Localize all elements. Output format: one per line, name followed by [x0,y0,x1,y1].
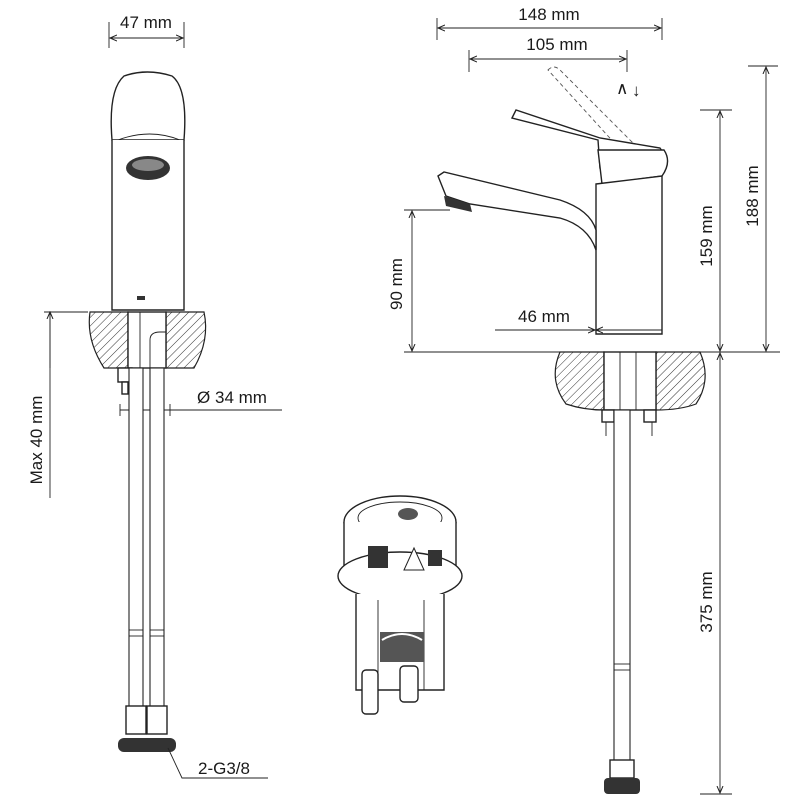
thread-leader [167,747,268,779]
fitting-left [125,705,147,735]
logo-mark [137,296,145,300]
hose-left [128,367,144,709]
hose-right [149,367,165,709]
side-counter-left [554,351,605,411]
valve-window-left [368,546,388,568]
pipe-bend [149,331,166,368]
side-nut-left [601,409,615,423]
side-nut-right [643,409,657,423]
counter-section-right [165,311,207,369]
fitting-right [146,705,168,735]
side-counter-right [655,351,706,411]
dim-label-159: 159 mm [697,205,716,266]
side-fitting [609,759,635,779]
valve-window-right [428,550,442,566]
spout-tip [444,196,472,212]
aerator-mesh [132,159,164,171]
cartridge-spring [381,633,423,641]
dim-label-46: 46 mm [518,307,570,326]
dim-label-max40: Max 40 mm [27,396,46,485]
dim-label-34: Ø 34 mm [197,388,267,407]
counter-section-left [88,311,129,369]
valve-window-arrow [403,546,425,571]
side-hose [613,409,631,781]
dim-label-105: 105 mm [526,35,587,54]
dim-label-47: 47 mm [120,13,172,32]
popup-waste-valve [337,495,463,715]
handle-edge [117,133,181,141]
clamp-bolt [121,381,129,395]
side-body [595,175,663,335]
raised-lever-outline [547,66,641,159]
side-bolts [605,422,653,436]
front-view: 47 mm Max 40 mm Ø 34 mm [27,13,282,779]
dim-label-90: 90 mm [387,258,406,310]
front-body [111,140,185,311]
lever-down-indicator: ↓ [632,81,641,100]
valve-outlet-left [361,669,379,715]
valve-screw [398,508,418,520]
thread-label: 2-G3/8 [198,759,250,778]
side-fitting-nut [604,778,640,794]
valve-outlet-right [399,665,419,703]
dim-label-148: 148 mm [518,5,579,24]
mount-hole [127,311,167,369]
side-view: 148 mm 105 mm ∧ ↓ 90 mm 46 mm [387,5,780,795]
lever-up-indicator: ∧ [616,79,628,98]
spout [437,171,597,251]
valve-flange [337,551,463,601]
side-mount-hole [603,351,657,411]
dim-label-375: 375 mm [697,571,716,632]
front-handle [110,71,186,141]
dim-label-188: 188 mm [743,165,762,226]
fitting-base [118,738,176,752]
